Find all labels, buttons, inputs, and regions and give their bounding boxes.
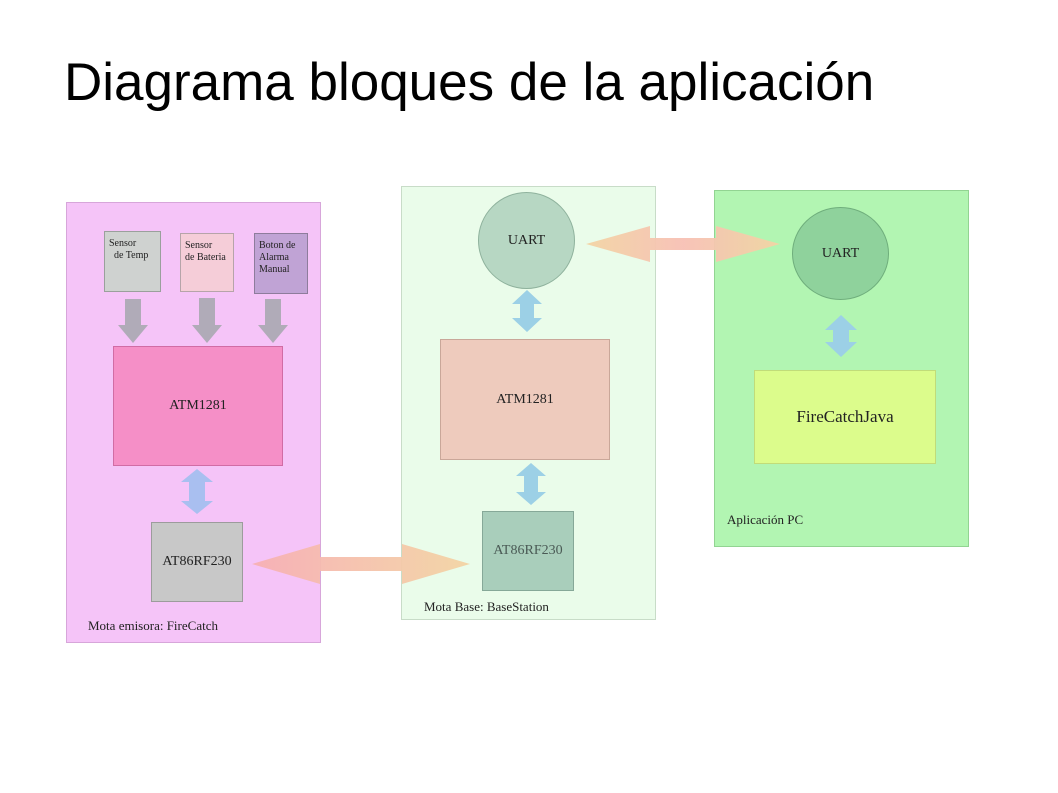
pc-panel-label: Aplicación PC [727, 512, 804, 527]
arrow-down-boton-alarma [258, 299, 288, 343]
arrow-basestation-mcu-radio [516, 463, 546, 505]
basestation-panel-label: Mota Base: BaseStation [424, 599, 549, 614]
arrow-basestation-uart-mcu [512, 290, 542, 332]
sensor-temp-box: Sensor de Temp [104, 231, 161, 292]
firecatch-mcu-box: ATM1281 [113, 346, 283, 466]
basestation-uart-circle: UART [478, 192, 575, 289]
arrow-radio-link [252, 544, 470, 584]
pc-app-box: FireCatchJava [754, 370, 936, 464]
firecatch-radio-box: AT86RF230 [151, 522, 243, 602]
arrow-pc-uart-app [825, 315, 857, 357]
arrow-uart-link [586, 226, 780, 262]
arrow-down-sensor-temp [118, 299, 148, 343]
arrow-firecatch-mcu-radio [181, 469, 213, 514]
basestation-radio-box: AT86RF230 [482, 511, 574, 591]
arrow-down-sensor-bateria [192, 298, 222, 343]
boton-alarma-box: Boton de Alarma Manual [254, 233, 308, 294]
basestation-mcu-box: ATM1281 [440, 339, 610, 460]
sensor-bateria-box: Sensor de Bateria [180, 233, 234, 292]
pc-uart-circle: UART [792, 207, 889, 300]
page-title: Diagrama bloques de la aplicación [64, 53, 875, 112]
firecatch-panel-label: Mota emisora: FireCatch [88, 618, 218, 633]
